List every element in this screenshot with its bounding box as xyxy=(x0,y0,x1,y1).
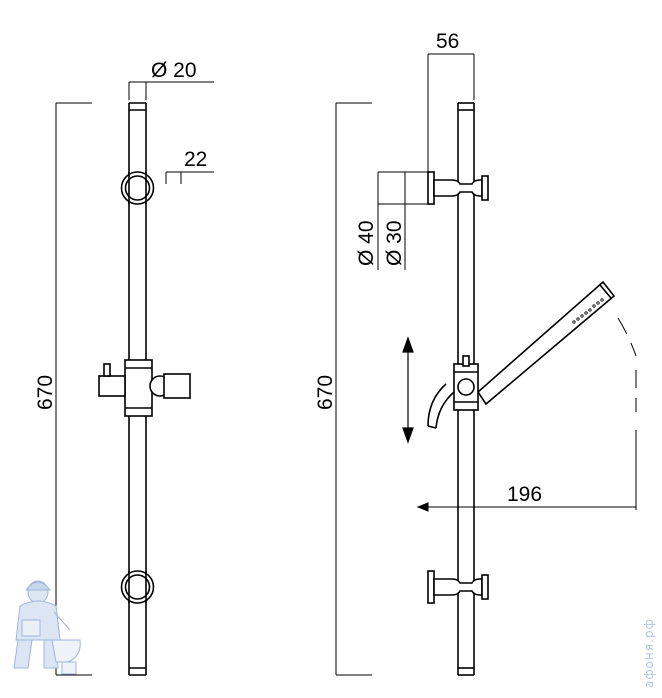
front-height-dimension xyxy=(55,102,92,676)
watermark-text: афоня.рф xyxy=(642,618,656,688)
side-height-label: 670 xyxy=(314,375,337,410)
side-bracket-dimension xyxy=(377,171,428,270)
side-bracket-outer-label: Ø 40 xyxy=(355,220,378,266)
front-slider xyxy=(98,359,191,417)
side-depth-label: 56 xyxy=(436,30,459,53)
side-height-dimension xyxy=(335,102,372,676)
handshower-nozzles xyxy=(572,298,604,324)
front-offset-dimension xyxy=(165,171,214,184)
front-upper-bracket xyxy=(120,171,155,205)
side-reach-label: 196 xyxy=(507,483,542,506)
front-height-label: 670 xyxy=(34,375,57,410)
side-reach-dimension xyxy=(416,317,637,512)
side-view xyxy=(335,53,637,676)
side-slider-with-handshower xyxy=(427,280,616,429)
front-bracket-offset-label: 22 xyxy=(184,148,207,171)
slide-direction-arrow xyxy=(402,336,414,444)
front-view xyxy=(55,81,214,676)
side-depth-dimension xyxy=(427,53,475,172)
side-upper-bracket xyxy=(427,171,489,205)
front-lower-bracket xyxy=(120,570,155,604)
front-diameter-dimension xyxy=(128,81,214,100)
side-bracket-inner-label: Ø 30 xyxy=(383,220,406,266)
front-tube-diameter-label: Ø 20 xyxy=(151,59,197,82)
plumber-mascot-logo xyxy=(13,580,81,675)
side-lower-bracket xyxy=(427,570,489,604)
